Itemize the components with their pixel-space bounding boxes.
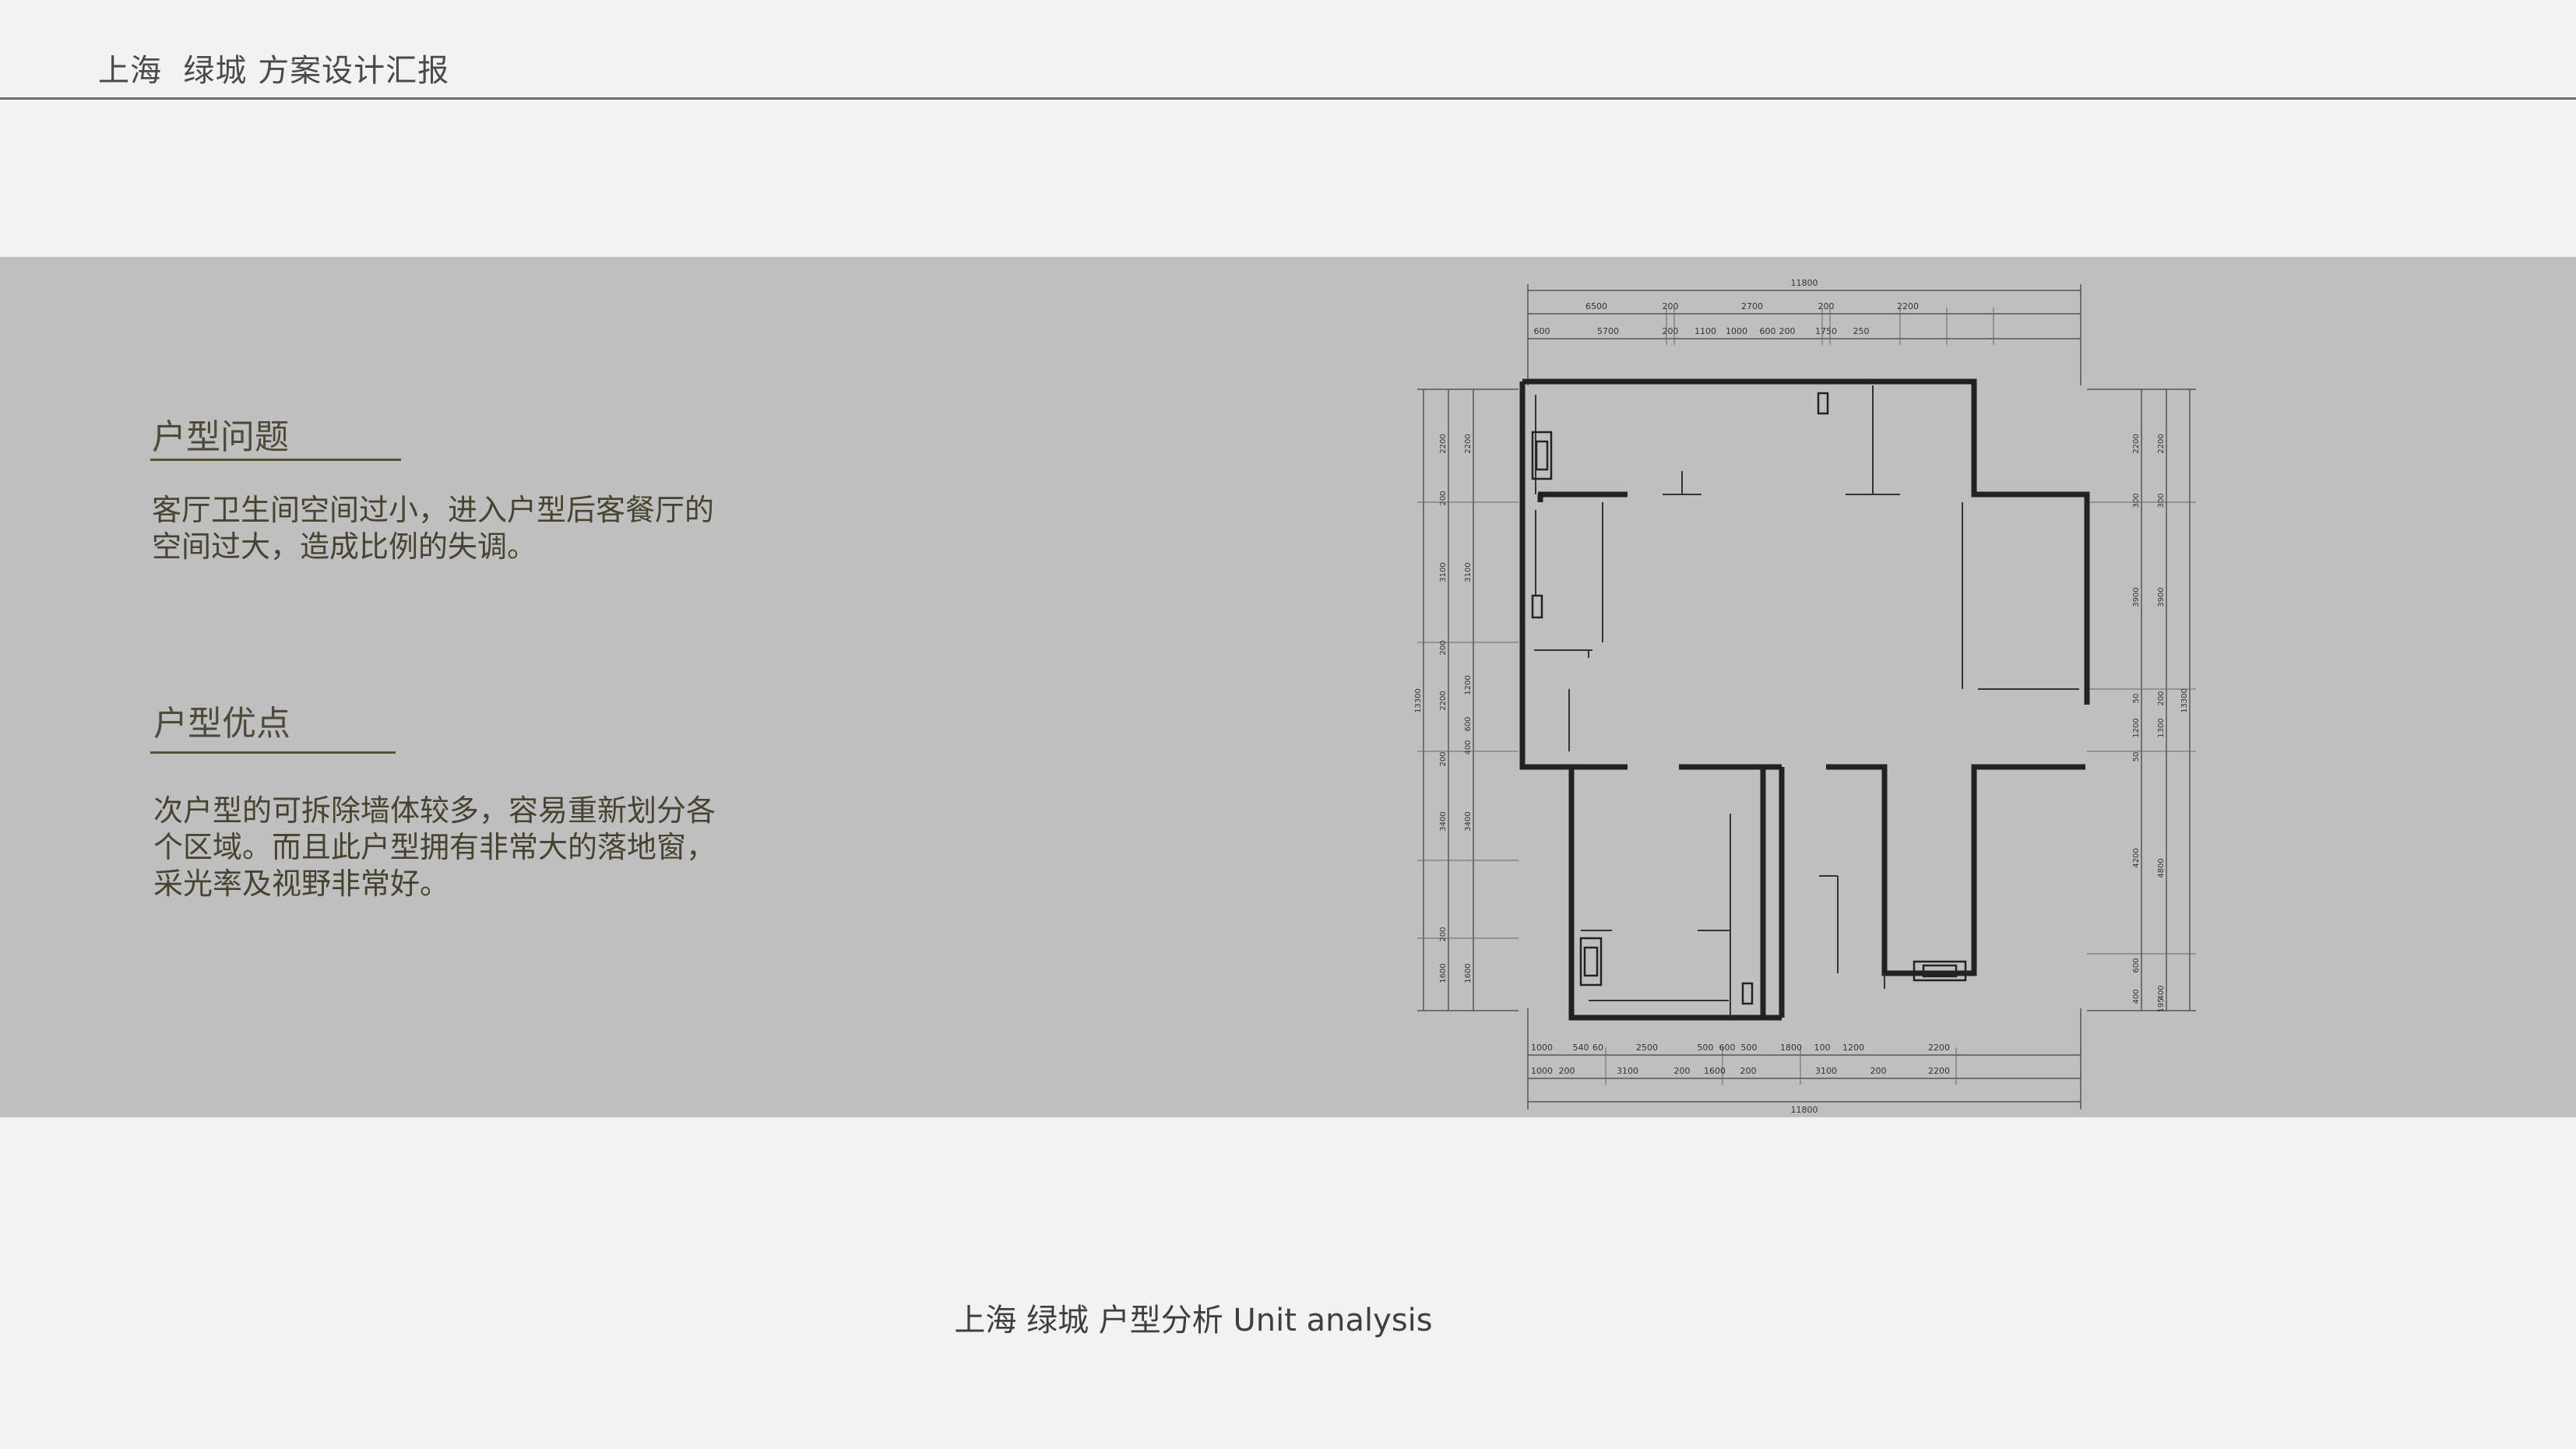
dim-label: 3100 (1815, 1066, 1837, 1076)
dim-label: 3400 (1464, 811, 1473, 831)
dim-label: 600 (1760, 326, 1776, 336)
dim-label: 1600 (1464, 963, 1473, 983)
dim-label: 13300 (1414, 688, 1423, 713)
dim-label: 2200 (1897, 301, 1919, 311)
dim-label: 400 (2157, 985, 2166, 1000)
dim-label: 3100 (1439, 562, 1448, 582)
dim-label: 1300 (2157, 718, 2166, 737)
dim-label: 1000 (1726, 326, 1747, 336)
dim-label: 1600 (1704, 1066, 1726, 1076)
dimension-ticks (1417, 308, 2196, 1085)
dim-label: 50 (2132, 694, 2141, 704)
dim-label: 3100 (1617, 1066, 1638, 1076)
dim-label: 600 (1534, 326, 1550, 336)
dim-label: 1100 (1694, 326, 1716, 336)
floor-plan: 11800 6500 200 2700 200 2200 600 5700 20… (1402, 269, 2219, 1117)
content-band (0, 257, 2576, 1117)
dim-label: 3900 (2132, 587, 2141, 607)
dim-label: 2200 (2157, 434, 2166, 453)
dim-label: 1800 (1780, 1043, 1802, 1053)
dim-label: 4200 (2132, 848, 2141, 867)
section-heading-problems: 户型问题 (152, 417, 289, 457)
dim-label: 500 (1698, 1043, 1714, 1053)
dim-label: 3400 (1439, 811, 1448, 831)
dim-label: 1200 (1464, 675, 1473, 695)
dimension-labels: 11800 6500 200 2700 200 2200 600 5700 20… (1531, 278, 1950, 1115)
dim-label: 2200 (1928, 1066, 1950, 1076)
dim-label: 200 (1439, 640, 1448, 655)
header-divider (0, 97, 2576, 100)
dim-label: 200 (1439, 927, 1448, 941)
dim-label: 2200 (2132, 434, 2141, 453)
dim-label: 50 (2132, 752, 2141, 762)
dim-label: 11800 (1791, 1105, 1818, 1115)
dim-label: 6500 (1585, 301, 1607, 311)
dim-label: 500 (1741, 1043, 1758, 1053)
dim-label: 2500 (1636, 1043, 1658, 1053)
walls (1519, 378, 2090, 1021)
dim-label: 250 (1853, 326, 1870, 336)
body-line: 个区域。而且此户型拥有非常大的落地窗， (153, 830, 716, 864)
dim-label: 11800 (1791, 278, 1818, 288)
dim-label: 195 (2157, 997, 2166, 1012)
dim-label: 200 (1559, 1066, 1575, 1076)
floor-plan-drawing: 11800 6500 200 2700 200 2200 600 5700 20… (1414, 278, 2196, 1115)
dim-label: 2200 (1439, 434, 1448, 453)
dim-label: 600 (1464, 716, 1473, 731)
dim-label: 540 (1573, 1043, 1589, 1053)
dim-label: 3900 (2157, 587, 2166, 607)
dim-label: 200 (1663, 301, 1679, 311)
dim-label: 1200 (2132, 718, 2141, 737)
dim-label: 200 (1779, 326, 1796, 336)
dim-label: 200 (1740, 1066, 1757, 1076)
dim-label: 200 (1818, 301, 1835, 311)
dim-label: 400 (1464, 740, 1473, 754)
dim-label: 600 (1719, 1043, 1736, 1053)
dim-label: 300 (2132, 493, 2141, 508)
dim-label: 1200 (1842, 1043, 1864, 1053)
body-line: 空间过大，造成比例的失调。 (152, 529, 537, 564)
dimension-lines (1417, 284, 2196, 1110)
dim-label: 600 (2132, 958, 2141, 972)
dim-label: 2700 (1741, 301, 1763, 311)
dim-label: 2200 (1464, 434, 1473, 453)
section-underline (150, 751, 396, 754)
fixtures (1531, 392, 1967, 1005)
section-heading-advantages: 户型优点 (153, 704, 290, 744)
section-underline (150, 459, 401, 461)
dim-label: 1750 (1815, 326, 1837, 336)
dimension-labels-vertical: 13300 2200 200 3100 200 2200 200 3400 20… (1414, 434, 2189, 1012)
dim-label: 1000 (1531, 1043, 1553, 1053)
dim-label: 100 (1814, 1043, 1831, 1053)
dim-label: 200 (1674, 1066, 1691, 1076)
dim-label: 1600 (1439, 963, 1448, 983)
dim-label: 4800 (2157, 858, 2166, 877)
interior-lines (1534, 385, 2079, 1018)
dim-label: 2200 (1928, 1043, 1950, 1053)
dim-label: 200 (1439, 491, 1448, 505)
dim-label: 5700 (1597, 326, 1619, 336)
dim-label: 13300 (2180, 688, 2189, 713)
dim-label: 1000 (1531, 1066, 1553, 1076)
dim-label: 200 (1439, 751, 1448, 766)
header-title: 上海 绿城 方案设计汇报 (98, 53, 450, 89)
dim-label: 300 (2157, 493, 2166, 508)
body-line: 采光率及视野非常好。 (153, 867, 450, 901)
dim-label: 200 (2157, 691, 2166, 705)
body-line: 次户型的可拆除墙体较多，容易重新划分各 (153, 793, 716, 828)
section-body-advantages: 次户型的可拆除墙体较多，容易重新划分各 个区域。而且此户型拥有非常大的落地窗， … (153, 793, 761, 902)
dim-label: 200 (1870, 1066, 1887, 1076)
dim-label: 3100 (1464, 562, 1473, 582)
dim-label: 200 (1663, 326, 1679, 336)
section-body-problems: 客厅卫生间空间过小，进入户型后客餐厅的 空间过大，造成比例的失调。 (152, 492, 759, 565)
dim-label: 2200 (1439, 691, 1448, 710)
footer-caption: 上海 绿城 户型分析 Unit analysis (954, 1303, 1433, 1338)
dim-label: 60 (1592, 1043, 1603, 1053)
dim-label: 400 (2132, 989, 2141, 1004)
body-line: 客厅卫生间空间过小，进入户型后客餐厅的 (152, 493, 715, 527)
